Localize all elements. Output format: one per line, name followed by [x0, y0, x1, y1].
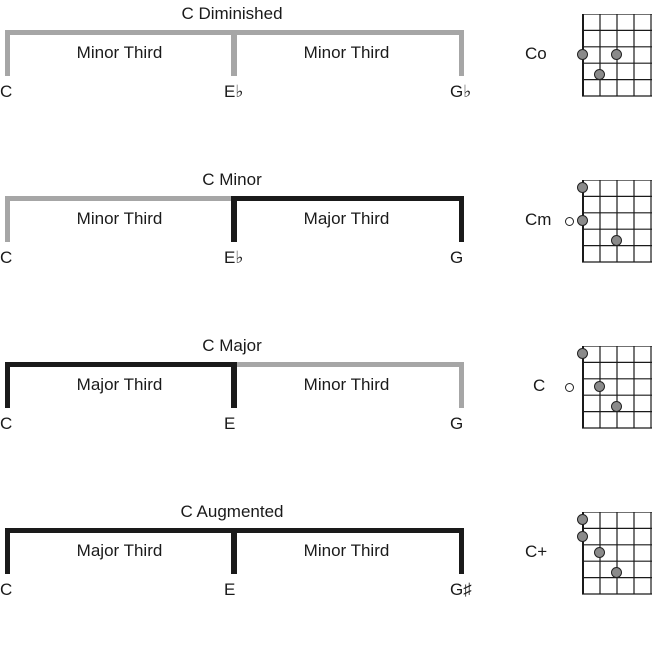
interval-bracket: Major Third: [5, 362, 234, 408]
bracket-leg: [231, 528, 237, 574]
chord-title: C Augmented: [180, 502, 284, 521]
chord-title: C Diminished: [181, 4, 283, 23]
chord-symbol: Co: [525, 44, 547, 63]
bracket-leg: [459, 196, 464, 242]
bracket-leg: [5, 362, 10, 408]
bracket-leg: [5, 30, 10, 76]
bracket-leg: [231, 196, 237, 242]
finger-dot: [611, 567, 622, 579]
interval-label: Minor Third: [303, 43, 390, 62]
note-name: C: [0, 414, 13, 433]
note-name: E♭: [224, 248, 244, 267]
finger-dot: [594, 547, 605, 558]
interval-label: Major Third: [303, 209, 390, 228]
note-name: C: [0, 248, 13, 267]
note-name: C: [0, 82, 13, 101]
note-name: G♭: [450, 82, 472, 101]
interval-label: Major Third: [76, 375, 163, 394]
note-name: G♯: [450, 580, 472, 599]
bracket-leg: [459, 30, 464, 76]
interval-label: Minor Third: [76, 209, 163, 228]
interval-label: Major Third: [76, 541, 163, 560]
bracket-leg: [459, 362, 464, 408]
bracket-leg: [5, 528, 10, 574]
interval-bracket: Minor Third: [231, 528, 462, 574]
finger-dot: [577, 348, 588, 360]
open-string-icon: [565, 383, 574, 392]
finger-dot: [611, 235, 622, 247]
finger-dot: [577, 49, 588, 60]
note-name: G: [450, 248, 464, 267]
chord-symbol: C+: [525, 542, 548, 561]
note-name: G: [450, 414, 464, 433]
chord-symbol: Cm: [525, 210, 552, 229]
chord-title: C Minor: [202, 170, 262, 189]
finger-dot: [577, 514, 588, 526]
interval-label: Minor Third: [303, 375, 390, 394]
note-name: C: [0, 580, 13, 599]
interval-bracket: Minor Third: [5, 30, 234, 76]
fretboard-grid: [582, 180, 652, 263]
chord-title: C Major: [202, 336, 262, 355]
finger-dot: [611, 401, 622, 413]
finger-dot: [594, 381, 605, 392]
interval-bracket: Minor Third: [231, 30, 462, 76]
interval-bracket: Minor Third: [5, 196, 234, 242]
finger-dot: [577, 530, 588, 542]
interval-bracket: Minor Third: [231, 362, 462, 408]
bracket-leg: [231, 362, 237, 408]
chord-symbol: C: [533, 376, 546, 395]
finger-dot: [611, 49, 622, 60]
open-string-icon: [565, 217, 574, 226]
interval-bracket: Major Third: [231, 196, 462, 242]
finger-dot: [577, 182, 588, 194]
interval-bracket: Major Third: [5, 528, 234, 574]
fretboard-grid: [582, 346, 652, 429]
interval-label: Minor Third: [303, 541, 390, 560]
note-name: E: [224, 580, 236, 599]
note-name: E♭: [224, 82, 244, 101]
interval-label: Minor Third: [76, 43, 163, 62]
bracket-leg: [459, 528, 464, 574]
note-name: E: [224, 414, 236, 433]
finger-dot: [577, 215, 588, 226]
fretboard-grid: [582, 512, 652, 595]
finger-dot: [594, 69, 605, 81]
bracket-leg: [231, 30, 237, 76]
bracket-leg: [5, 196, 10, 242]
